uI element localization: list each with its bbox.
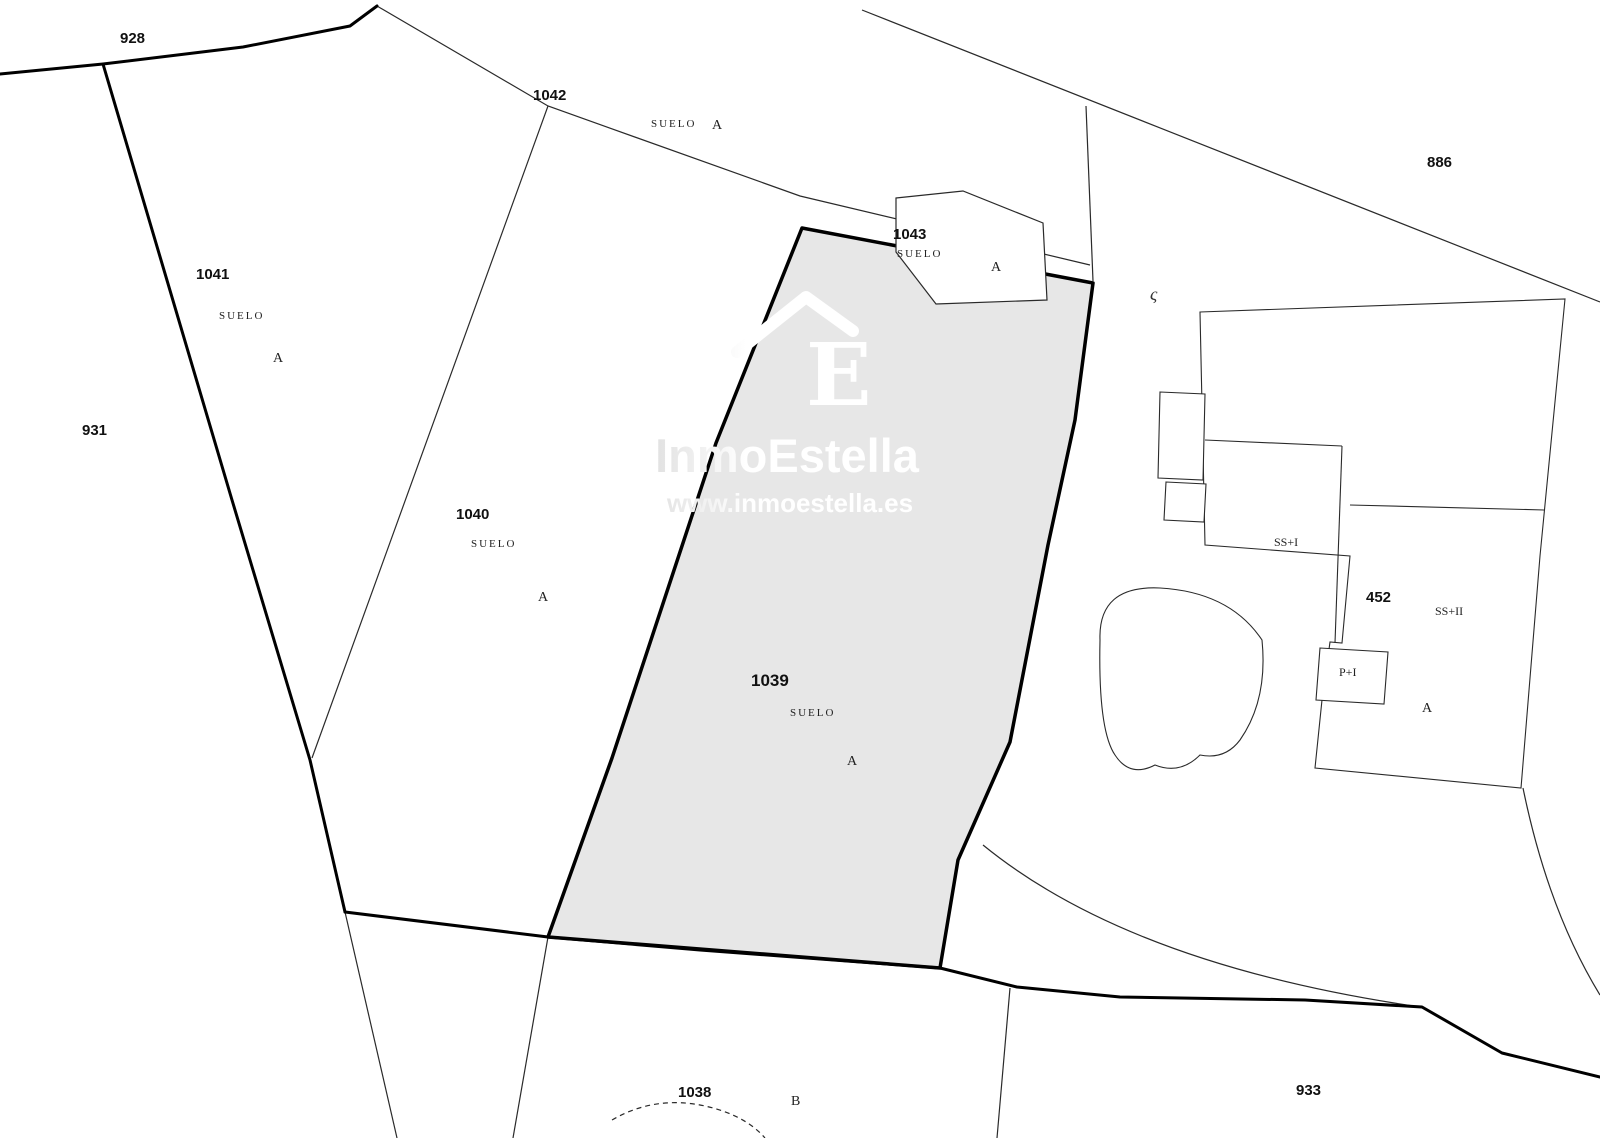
building-complex-452 — [1099, 298, 1566, 789]
watermark-logo-letter: E — [806, 325, 872, 426]
parcel-1038-use: B — [791, 1094, 800, 1109]
parcel-corner-connector-line — [1085, 105, 1094, 282]
building-p1-label: P+I — [1339, 665, 1356, 679]
building-ss2-label: SS+II — [1435, 604, 1463, 618]
watermark: E InmoEstella www.inmoestella.es — [655, 291, 920, 518]
parcel-928-number: 928 — [120, 30, 145, 47]
parcel-1040-suelo: SUELO — [471, 538, 516, 550]
parcel-1043-use: A — [991, 260, 1002, 275]
parcel-452-use: A — [1422, 701, 1433, 716]
building-452-inner-edge — [1349, 504, 1545, 511]
parcel-1042-suelo: SUELO — [651, 118, 696, 130]
building-annex-small-outline — [1163, 481, 1207, 523]
bottom-boundary — [343, 910, 1600, 1079]
watermark-brand: InmoEstella — [655, 429, 920, 482]
house-roof-icon — [731, 291, 859, 358]
building-p1-outline — [1315, 647, 1389, 705]
bottom-center-divider-line — [996, 987, 1011, 1138]
map-squiggle-mark: ς — [1150, 284, 1158, 304]
building-1043-outline — [895, 190, 1048, 305]
bottom-left-boundary-line — [344, 911, 398, 1138]
building-ss1-label: SS+I — [1274, 535, 1298, 549]
parcel-1041-use: A — [273, 351, 284, 366]
parcel-1041-1040-divider-line — [311, 105, 549, 759]
left-boundary — [101, 62, 347, 914]
parcel-933-number: 933 — [1296, 1082, 1321, 1099]
top-left-boundary — [0, 4, 379, 76]
parcel-886-boundary-line — [861, 9, 1600, 303]
building-ss1-top-edge — [1204, 439, 1343, 447]
complex-to-road-line — [1522, 787, 1600, 996]
parcel-452-number: 452 — [1366, 589, 1391, 606]
parcel-931-number: 931 — [82, 422, 107, 439]
parcel-1042-use: A — [712, 118, 723, 133]
watermark-url: www.inmoestella.es — [666, 488, 913, 518]
parcel-1043-suelo: SUELO — [897, 248, 942, 260]
courtyard-blob-outline — [1099, 587, 1264, 771]
building-annex-outline — [1157, 391, 1206, 481]
parcel-1038-divider-line — [512, 936, 549, 1138]
building-ss1-452-divider — [1334, 445, 1343, 644]
parcel-1039-boundary — [546, 226, 1095, 970]
parcel-1043-number: 1043 — [893, 226, 926, 243]
parcel-1041-suelo: SUELO — [219, 310, 264, 322]
parcel-1039-suelo: SUELO — [790, 707, 835, 719]
parcel-1039-use: A — [847, 754, 858, 769]
lower-right-path-line — [982, 844, 1421, 1008]
parcel-886-number: 886 — [1427, 154, 1452, 171]
parcel-labels: 928 1042 SUELO A 1043 SUELO A 886 1041 S… — [82, 30, 1463, 1109]
parcel-1040-number: 1040 — [456, 506, 489, 523]
parcel-1039-number: 1039 — [751, 671, 789, 690]
parcel-1040-use: A — [538, 590, 549, 605]
thick-boundary-lines — [0, 4, 1600, 1079]
parcel-1038-dashed-line — [611, 1102, 766, 1138]
parcel-1042-number: 1042 — [533, 87, 566, 104]
parcel-1038-number: 1038 — [678, 1084, 711, 1101]
parcel-1041-number: 1041 — [196, 266, 229, 283]
